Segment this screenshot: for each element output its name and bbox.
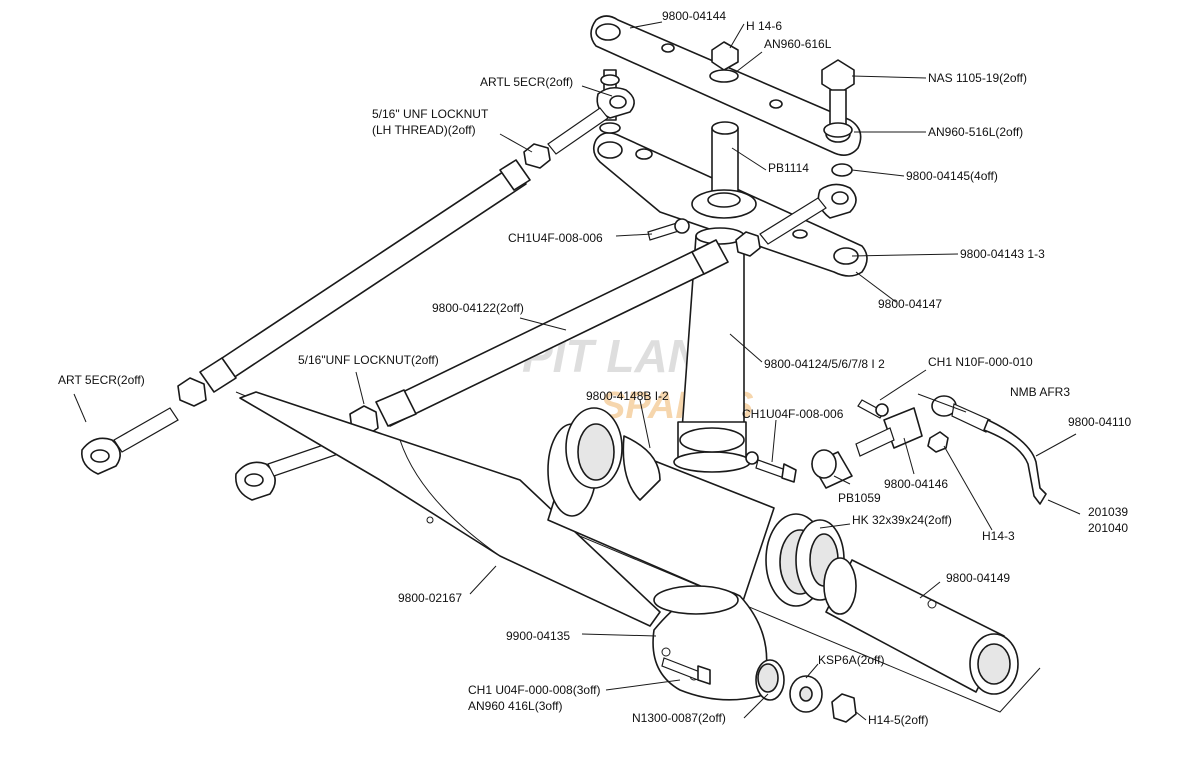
leader-lines	[73, 21, 1081, 721]
clevis-screw	[857, 399, 889, 419]
end-nut	[831, 693, 857, 723]
label-art-5ecr: ART 5ECR(2off)	[58, 373, 145, 387]
label-ch1u04f-008-006: CH1U04F-008-006	[742, 407, 844, 421]
right-rod-end	[759, 163, 857, 245]
long-push-rod-upper	[199, 159, 531, 393]
label-9800-4148b: 9800-4148B I-2	[586, 389, 669, 403]
upper-rod-locknut	[735, 231, 761, 257]
label-locknut-lh-1: 5/16" UNF LOCKNUT	[372, 107, 489, 121]
label-9800-04143: 9800-04143 1-3	[960, 247, 1045, 261]
label-9800-02167: 9800-02167	[398, 591, 462, 605]
pivot-shaft	[691, 121, 757, 219]
label-an960-416l: AN960 416L(3off)	[468, 699, 563, 713]
part-labels: 9800-04144 H 14-6 AN960-616L NAS 1105-19…	[58, 9, 1131, 727]
ksp-bearing-bore	[799, 686, 813, 702]
label-ch1-u04f-000-008: CH1 U04F-000-008(3off)	[468, 683, 601, 697]
label-pb1059: PB1059	[838, 491, 881, 505]
shaft-rod-end	[235, 439, 345, 501]
housing-screw	[755, 459, 797, 483]
label-9800-04110: 9800-04110	[1068, 415, 1131, 429]
label-h14-3: H14-3	[982, 529, 1015, 543]
left-rod-end	[81, 407, 179, 475]
label-9800-04145: 9800-04145(4off)	[906, 169, 998, 183]
label-an960-516l: AN960-516L(2off)	[928, 125, 1023, 139]
label-hk32: HK 32x39x24(2off)	[852, 513, 952, 527]
left-locknut-a	[177, 377, 207, 407]
label-9800-04122: 9800-04122(2off)	[432, 301, 524, 315]
top-locknut	[523, 143, 551, 169]
outer-sleeve	[823, 557, 1019, 695]
push-rod-lower	[375, 239, 729, 427]
label-nas1105-19: NAS 1105-19(2off)	[928, 71, 1027, 85]
label-ch1u4f-008-006: CH1U4F-008-006	[508, 231, 603, 245]
nas-bolt	[821, 59, 855, 138]
label-ch1-n10f: CH1 N10F-000-010	[928, 355, 1033, 369]
label-artl-5ecr: ARTL 5ECR(2off)	[480, 75, 573, 89]
label-9800-04149: 9800-04149	[946, 571, 1010, 585]
circlip-inner	[757, 663, 779, 693]
nmb-rod-end-cable	[927, 395, 1047, 505]
label-9800-04146: 9800-04146	[884, 477, 948, 491]
splined-collar	[673, 427, 759, 473]
label-n1300-0087: N1300-0087(2off)	[632, 711, 726, 725]
label-9900-04135: 9900-04135	[506, 629, 570, 643]
label-an960-616l: AN960-616L	[764, 37, 832, 51]
label-201040: 201040	[1088, 521, 1128, 535]
clevis	[855, 407, 923, 457]
label-h14-6: H 14-6	[746, 19, 782, 33]
label-ksp6a: KSP6A(2off)	[818, 653, 884, 667]
label-9800-04124: 9800-04124/5/6/7/8 I 2	[764, 357, 885, 371]
pb1059-bush	[811, 449, 853, 489]
label-nmb-afr3: NMB AFR3	[1010, 385, 1070, 399]
cone-screw	[661, 657, 711, 685]
upper-rod-end	[547, 86, 635, 155]
upper-nut	[709, 41, 739, 83]
label-h14-5: H14-5(2off)	[868, 713, 928, 727]
label-locknut-2: 5/16"UNF LOCKNUT(2off)	[298, 353, 439, 367]
upper-small-screw	[647, 218, 690, 241]
steering-arm	[239, 391, 661, 627]
label-9800-04147: 9800-04147	[878, 297, 942, 311]
label-9800-04144: 9800-04144	[662, 9, 726, 23]
label-locknut-lh-2: (LH THREAD)(2off)	[372, 123, 476, 137]
label-pb1114: PB1114	[768, 161, 809, 175]
label-201039: 201039	[1088, 505, 1128, 519]
